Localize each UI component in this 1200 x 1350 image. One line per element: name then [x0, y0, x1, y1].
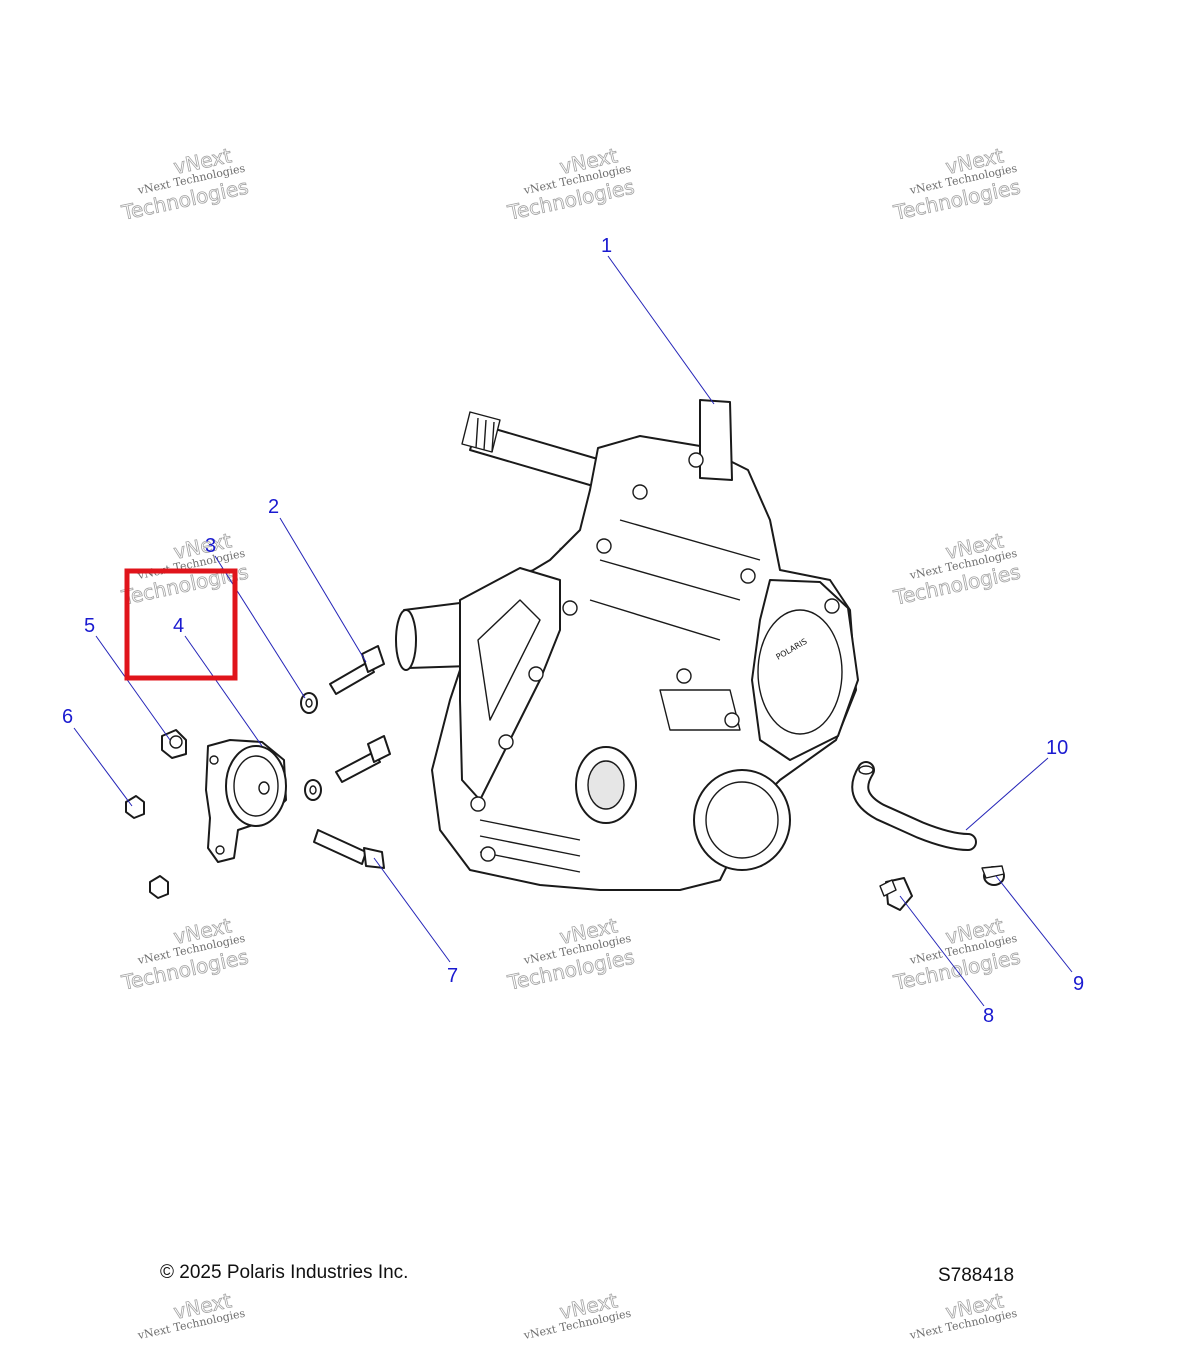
- watermark: vNext vNext Technologies Technologies: [504, 143, 636, 225]
- callout-9[interactable]: 9: [1073, 973, 1084, 995]
- callout-1[interactable]: 1: [601, 235, 612, 257]
- clamp-8[interactable]: [879, 877, 913, 911]
- callout-6[interactable]: 6: [62, 706, 73, 728]
- bolt-7[interactable]: [313, 829, 385, 869]
- transmission-assembly[interactable]: POLARIS: [395, 399, 859, 891]
- bolt-2[interactable]: [329, 645, 385, 695]
- hose-10[interactable]: [851, 761, 977, 851]
- watermark: vNext vNext Technologies Technologies: [890, 528, 1022, 610]
- watermark: vNext vNext Technologies Technologies: [118, 143, 250, 225]
- housing-bolts: [470, 452, 840, 862]
- watermark: vNext vNext Technologies: [136, 1288, 247, 1342]
- watermark: vNext vNext Technologies Technologies: [890, 913, 1022, 995]
- callout-2[interactable]: 2: [268, 496, 279, 518]
- nut-6[interactable]: [125, 795, 145, 819]
- watermark: vNext vNext Technologies: [908, 1288, 1019, 1342]
- watermark: vNext vNext Technologies: [522, 1288, 633, 1342]
- bolt-middle[interactable]: [335, 735, 391, 783]
- callout-7[interactable]: 7: [447, 965, 458, 987]
- callout-5[interactable]: 5: [84, 615, 95, 637]
- highlight-box: [124, 568, 238, 681]
- callout-3[interactable]: 3: [205, 535, 216, 557]
- callout-8[interactable]: 8: [983, 1005, 994, 1027]
- watermark: vNext vNext Technologies Technologies: [890, 143, 1022, 225]
- watermark: vNext vNext Technologies Technologies: [118, 528, 250, 610]
- leader-lines: [73, 255, 1073, 1007]
- callout-4[interactable]: 4: [173, 615, 184, 637]
- output-shaft: [461, 411, 609, 489]
- watermark: vNext vNext Technologies Technologies: [504, 913, 636, 995]
- watermark: vNext vNext Technologies Technologies: [118, 913, 250, 995]
- drawing-number: S788418: [938, 1265, 1015, 1286]
- callouts: 1 2 3 4 5 6 7 8 9 10: [62, 235, 1084, 1027]
- copyright-notice: © 2025 Polaris Industries Inc.: [160, 1262, 409, 1283]
- mount-bracket-4[interactable]: [205, 739, 287, 863]
- nut-bottom[interactable]: [149, 875, 169, 899]
- nut-lower[interactable]: [304, 779, 322, 801]
- callout-10[interactable]: 10: [1046, 737, 1068, 759]
